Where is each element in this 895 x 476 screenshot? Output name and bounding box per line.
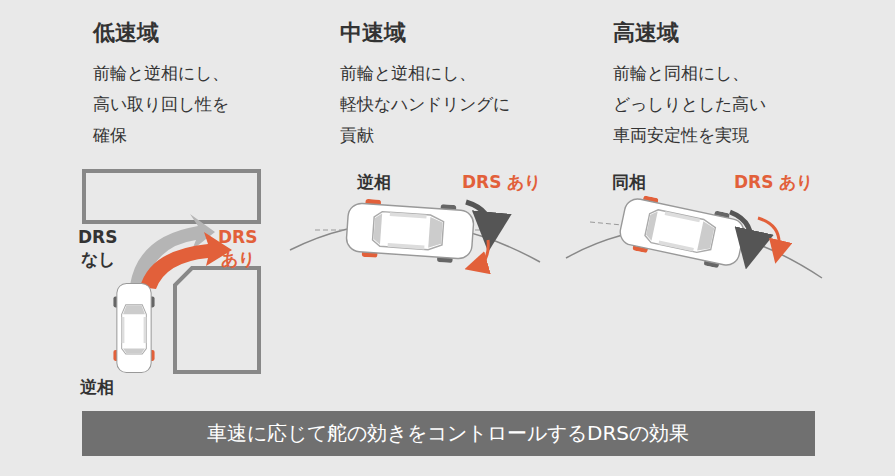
description: 前輪と同相にし、 どっしりとした高い 車両安定性を実現 xyxy=(613,58,766,151)
caption-band: 車速に応じて舵の効きをコントロールするDRSの効果 xyxy=(82,411,815,456)
label: DRS あり xyxy=(462,171,541,194)
speed-heading: 中速域 xyxy=(340,18,406,48)
label: 逆相 xyxy=(357,171,391,194)
description: 前輪と逆相にし、 高い取り回し性を 確保 xyxy=(93,58,229,151)
label: DRS あり xyxy=(734,171,813,194)
label: DRS あり xyxy=(218,226,257,270)
label: DRS なし xyxy=(78,226,117,270)
caption-text: 車速に応じて舵の効きをコントロールするDRSの効果 xyxy=(207,420,689,447)
speed-heading: 低速域 xyxy=(93,18,159,48)
label: 同相 xyxy=(612,171,646,194)
speed-heading: 高速域 xyxy=(613,18,679,48)
label: 逆相 xyxy=(80,376,114,399)
description: 前輪と逆相にし、 軽快なハンドリングに 貢献 xyxy=(340,58,510,151)
